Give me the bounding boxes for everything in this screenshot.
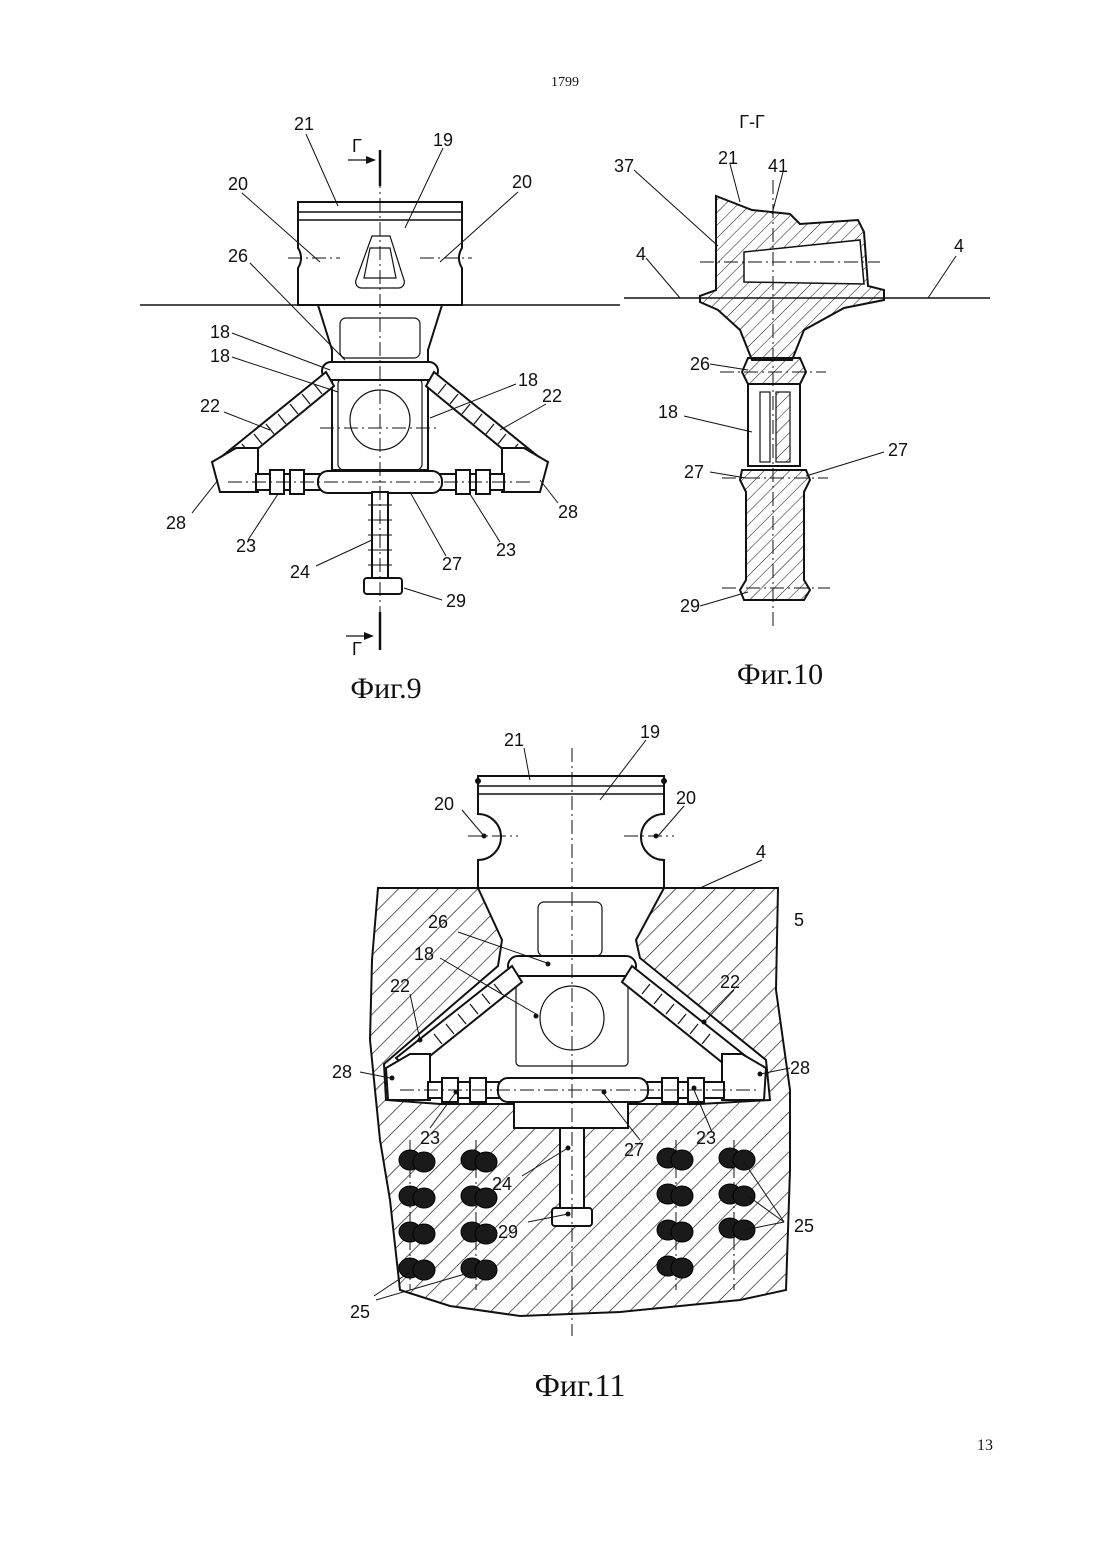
label-21: 21: [718, 148, 738, 168]
label-28-right: 28: [790, 1058, 810, 1078]
label-18: 18: [414, 944, 434, 964]
label-4-right: 4: [954, 236, 964, 256]
label-27-left: 27: [684, 462, 704, 482]
label-26: 26: [690, 354, 710, 374]
figure-11-caption: Фиг.11: [535, 1367, 626, 1403]
label-24: 24: [492, 1174, 512, 1194]
label-20-left: 20: [228, 174, 248, 194]
label-25-left: 25: [350, 1302, 370, 1322]
figure-11: 21 19 20 20 4 5 26 18 22 22 28 28 23 23 …: [332, 722, 814, 1403]
label-28-left: 28: [166, 513, 186, 533]
label-27: 27: [442, 554, 462, 574]
label-23-left: 23: [236, 536, 256, 556]
section-shank: [740, 470, 810, 600]
section-mark-bottom: Г: [352, 639, 362, 659]
label-5: 5: [794, 910, 804, 930]
label-26: 26: [428, 912, 448, 932]
label-18-b: 18: [210, 346, 230, 366]
document-number: 1799: [551, 75, 579, 90]
label-18-a: 18: [210, 322, 230, 342]
label-23-left: 23: [420, 1128, 440, 1148]
label-20-right: 20: [676, 788, 696, 808]
label-24: 24: [290, 562, 310, 582]
right-end-block: [502, 448, 548, 492]
label-4: 4: [756, 842, 766, 862]
label-18: 18: [658, 402, 678, 422]
section-mark-top: Г: [352, 136, 362, 156]
label-20-left: 20: [434, 794, 454, 814]
label-29: 29: [680, 596, 700, 616]
label-26: 26: [228, 246, 248, 266]
label-27-right: 27: [888, 440, 908, 460]
figure-9-caption: Фиг.9: [350, 672, 421, 705]
label-29: 29: [498, 1222, 518, 1242]
label-23-right: 23: [496, 540, 516, 560]
figure-10-caption: Фиг.10: [737, 658, 823, 691]
anchor-head-11: [478, 776, 664, 888]
label-22-right: 22: [542, 386, 562, 406]
page-number: 13: [977, 1437, 993, 1454]
label-19: 19: [640, 722, 660, 742]
label-28-left: 28: [332, 1062, 352, 1082]
label-20-right: 20: [512, 172, 532, 192]
label-22-left: 22: [200, 396, 220, 416]
label-22-right: 22: [720, 972, 740, 992]
label-27: 27: [624, 1140, 644, 1160]
label-4-left: 4: [636, 244, 646, 264]
label-18-c: 18: [518, 370, 538, 390]
left-end-block: [212, 448, 258, 492]
label-37: 37: [614, 156, 634, 176]
figure-9: Г Г 21 19 20 20 26 18 18 18 22 22 28 28 …: [140, 114, 620, 705]
label-22-left: 22: [390, 976, 410, 996]
label-41: 41: [768, 156, 788, 176]
label-21: 21: [294, 114, 314, 134]
label-29: 29: [446, 591, 466, 611]
tail-foot: [364, 578, 402, 594]
label-21: 21: [504, 730, 524, 750]
label-28-right: 28: [558, 502, 578, 522]
label-23-right: 23: [696, 1128, 716, 1148]
label-19: 19: [433, 130, 453, 150]
section-title: Г-Г: [739, 112, 765, 132]
figure-10: Г-Г 37 21 41 4 4 26 18 27 27 29 Фиг.10: [614, 112, 990, 691]
label-25-right: 25: [794, 1216, 814, 1236]
